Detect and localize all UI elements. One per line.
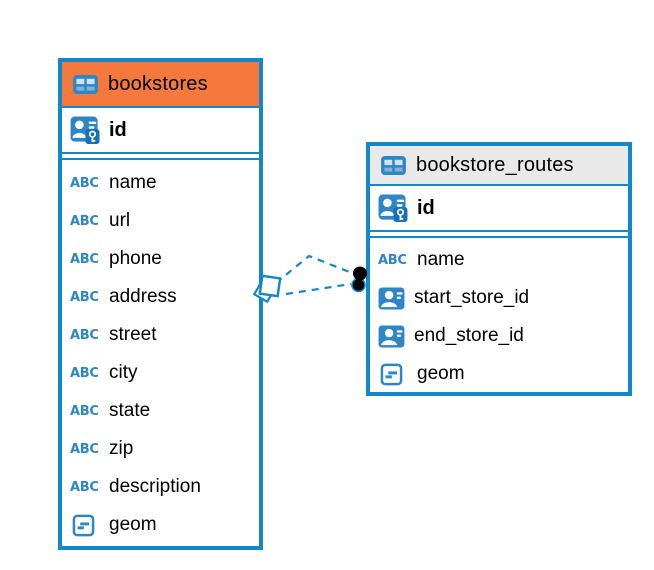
- column-label: url: [109, 210, 131, 231]
- column-row[interactable]: ABC name: [370, 241, 628, 279]
- column-row-pk[interactable]: id: [62, 108, 259, 154]
- column-label: city: [109, 362, 138, 383]
- column-row[interactable]: ABC street: [62, 316, 259, 354]
- relationship-line-1[interactable]: [275, 254, 353, 284]
- text-column-icon: ABC: [70, 175, 99, 191]
- column-row-pk[interactable]: id: [370, 186, 628, 232]
- text-column-icon: ABC: [70, 441, 99, 457]
- pk-column-label: id: [109, 118, 127, 141]
- entity-bookstore-routes[interactable]: bookstore_routes id ABC name start_store…: [366, 142, 632, 396]
- entity-title: bookstores: [108, 72, 208, 95]
- column-label: description: [109, 476, 201, 497]
- text-column-icon: ABC: [70, 289, 99, 305]
- entity-bookstore-routes-header[interactable]: bookstore_routes: [370, 146, 628, 186]
- column-label: name: [109, 172, 157, 193]
- entity-bookstores[interactable]: bookstores id ABC name ABC url ABC phone…: [58, 58, 263, 550]
- text-column-icon: ABC: [70, 213, 99, 229]
- column-label: end_store_id: [414, 325, 524, 346]
- column-row[interactable]: ABC city: [62, 354, 259, 392]
- column-row[interactable]: ABC phone: [62, 240, 259, 278]
- column-row[interactable]: start_store_id: [370, 279, 628, 317]
- column-label: phone: [109, 248, 162, 269]
- reference-column-icon: [378, 287, 405, 310]
- column-row[interactable]: ABC state: [62, 392, 259, 430]
- column-row[interactable]: ABC name: [62, 164, 259, 202]
- column-label: address: [109, 286, 177, 307]
- column-row[interactable]: end_store_id: [370, 317, 628, 355]
- column-row[interactable]: geom: [370, 355, 628, 393]
- column-row[interactable]: ABC description: [62, 468, 259, 506]
- column-label: geom: [417, 363, 465, 384]
- text-column-icon: ABC: [378, 252, 407, 268]
- entity-title: bookstore_routes: [416, 153, 574, 176]
- column-label: geom: [109, 514, 157, 535]
- column-label: state: [109, 400, 151, 421]
- reference-column-icon: [378, 325, 405, 348]
- column-label: start_store_id: [414, 287, 530, 308]
- entity-columns: ABC name ABC url ABC phone ABC address A…: [62, 158, 259, 544]
- text-column-icon: ABC: [70, 327, 99, 343]
- geometry-column-icon: [72, 514, 95, 537]
- column-label: name: [417, 249, 465, 270]
- pk-column-label: id: [417, 196, 435, 219]
- text-column-icon: ABC: [70, 479, 99, 495]
- text-column-icon: ABC: [70, 251, 99, 267]
- section-divider: [370, 232, 628, 236]
- relationship-line-2[interactable]: [285, 282, 352, 296]
- column-row[interactable]: geom: [62, 506, 259, 544]
- text-column-icon: ABC: [70, 365, 99, 381]
- column-row[interactable]: ABC zip: [62, 430, 259, 468]
- geometry-column-icon: [380, 363, 403, 386]
- column-row[interactable]: ABC url: [62, 202, 259, 240]
- column-label: zip: [109, 438, 134, 459]
- table-icon: [380, 155, 407, 176]
- table-icon: [72, 74, 99, 95]
- column-row[interactable]: ABC address: [62, 278, 259, 316]
- primary-key-icon: [378, 194, 408, 222]
- entity-bookstores-header[interactable]: bookstores: [62, 62, 259, 108]
- entity-columns: ABC name start_store_id end_store_id geo…: [370, 236, 628, 393]
- section-divider: [62, 154, 259, 158]
- text-column-icon: ABC: [70, 403, 99, 419]
- primary-key-icon: [70, 116, 100, 144]
- column-label: street: [109, 324, 157, 345]
